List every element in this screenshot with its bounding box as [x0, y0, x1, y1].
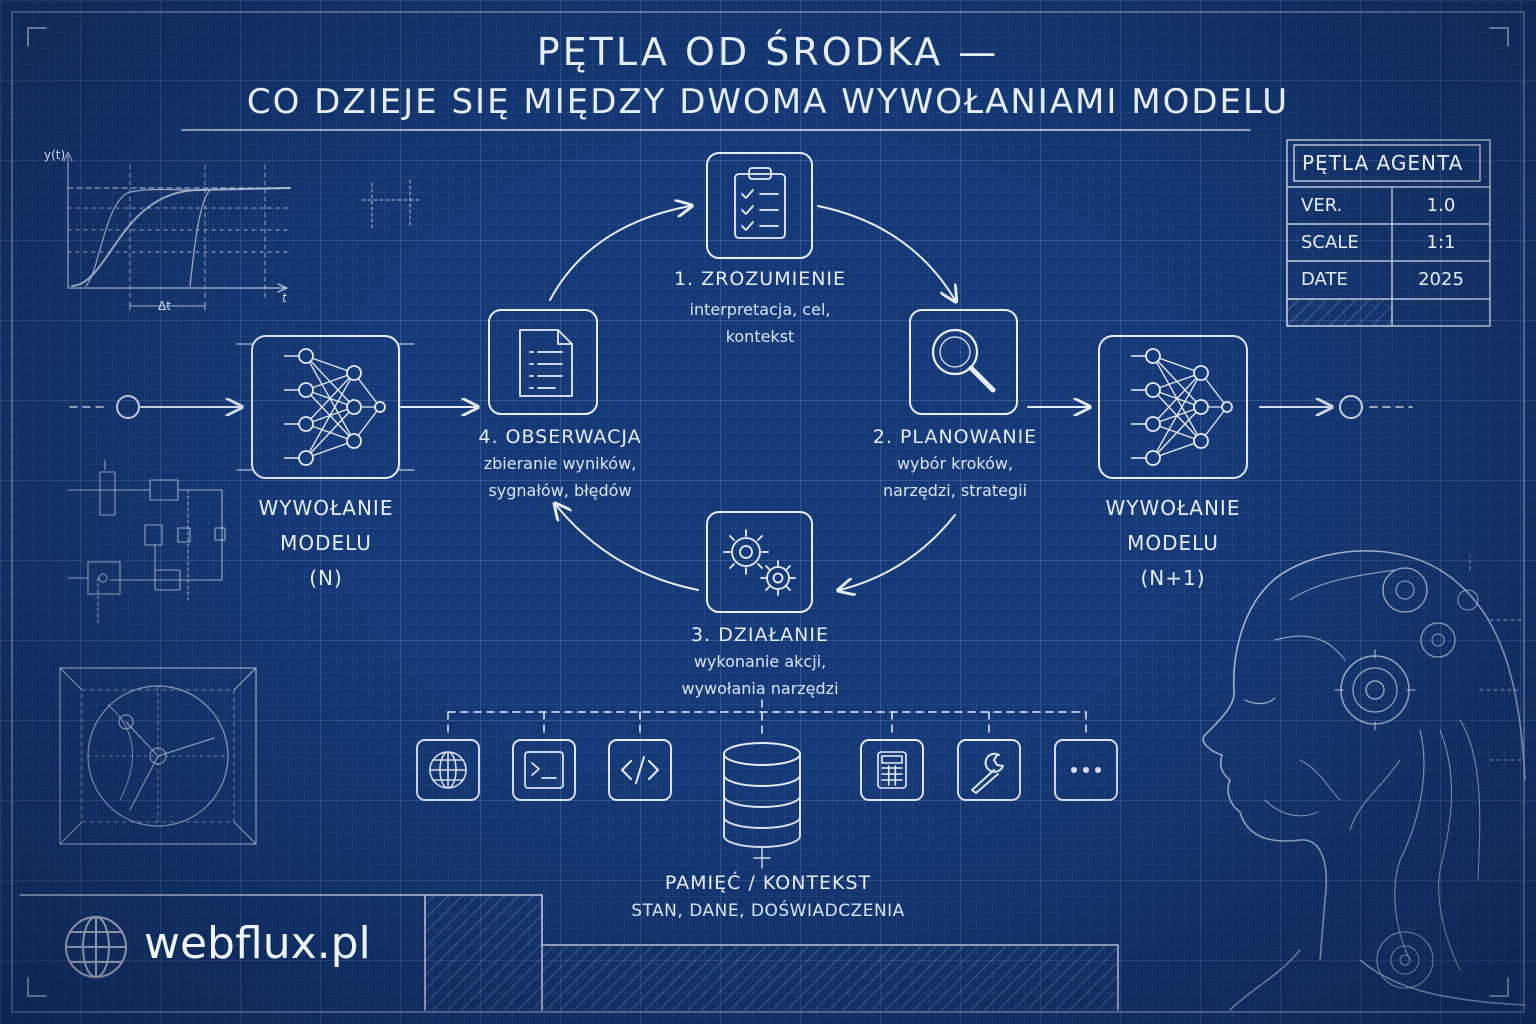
model-left-label-line3: (N) [309, 566, 343, 590]
nn-node [1193, 433, 1209, 449]
title-block-value-ver: 1.0 [1426, 195, 1456, 216]
step-observation-title: 4. OBSERWACJA [478, 426, 642, 448]
code-icon [621, 756, 659, 784]
step-planning-desc: wybór kroków, narzędzi, strategii [815, 450, 1095, 504]
step-action: 3. DZIAŁANIE wykonanie akcji, wywołania … [620, 624, 900, 702]
step-understanding-desc-line1: interpretacja, cel, [689, 300, 831, 319]
nn-node [298, 450, 314, 466]
nn-node [374, 401, 386, 413]
tool-calculator-box [860, 739, 924, 801]
title-block-label-ver: VER. [1301, 195, 1343, 216]
step-understanding: 1. ZROZUMIENIE interpretacja, cel, konte… [620, 268, 900, 350]
nn-node [346, 433, 362, 449]
memory-title: PAMIĘĆ / KONTEKST [664, 872, 872, 894]
page-title-line2: CO DZIEJE SIĘ MIĘDZY DWOMA WYWOŁANIAMI M… [246, 82, 1290, 122]
magnifier-icon [931, 328, 996, 393]
wrench-icon [971, 752, 1004, 794]
circuit-sketch [67, 459, 226, 626]
graph-delta-label: Δt [158, 299, 171, 313]
step-planning-desc-line2: narzędzi, strategii [882, 481, 1028, 500]
neural-network-icon [284, 348, 386, 466]
page-title-line1: PĘTLA OD ŚRODKA — [536, 30, 1000, 74]
model-left-label-line1: WYWOŁANIE [258, 496, 394, 520]
document-icon [519, 329, 573, 397]
nn-node [346, 399, 362, 415]
calculator-icon [877, 751, 907, 789]
planning-box [909, 309, 1018, 415]
graph-ylabel: y(t) [44, 148, 66, 162]
nn-node [1145, 382, 1161, 398]
globe-icon [429, 751, 467, 789]
nn-node [1145, 348, 1161, 364]
input-node [116, 395, 140, 419]
robot-head-illustration [1202, 550, 1526, 1011]
radar-sketch [59, 667, 257, 845]
terminal-icon [524, 751, 564, 789]
database-icon [723, 742, 801, 869]
memory-desc: STAN, DANE, DOŚWIADCZENIA [631, 901, 905, 921]
model-right-label-line2: MODELU [1127, 531, 1219, 555]
step-observation-desc-line1: zbieranie wyników, [483, 454, 637, 473]
gears-icon [723, 529, 796, 596]
model-left-label: WYWOŁANIE MODELU (N) [226, 491, 426, 596]
step-observation-desc: zbieranie wyników, sygnałów, błędów [420, 450, 700, 504]
nn-node [1145, 416, 1161, 432]
ellipsis-icon [1071, 767, 1101, 773]
title-block-label-scale: SCALE [1301, 232, 1359, 253]
step-understanding-title: 1. ZROZUMIENIE [673, 268, 847, 290]
title-block-value-date: 2025 [1418, 269, 1464, 290]
nn-node [1145, 450, 1161, 466]
model-right-label-line3: (N+1) [1140, 566, 1206, 590]
step-action-desc-line2: wywołania narzędzi [681, 679, 839, 698]
nn-node [1193, 399, 1209, 415]
action-box [706, 511, 813, 613]
nn-node [298, 348, 314, 364]
graph-xlabel: t [282, 291, 287, 305]
clipboard-checklist-icon [734, 167, 786, 239]
tool-connectors [447, 699, 1087, 739]
model-left-label-line2: MODELU [280, 531, 372, 555]
step-understanding-desc-line2: kontekst [725, 327, 795, 346]
step-observation: 4. OBSERWACJA zbieranie wyników, sygnałó… [420, 426, 700, 504]
nn-node [298, 382, 314, 398]
tool-terminal-box [512, 739, 576, 801]
step-planning-desc-line1: wybór kroków, [896, 454, 1014, 473]
step-planning: 2. PLANOWANIE wybór kroków, narzędzi, st… [815, 426, 1095, 504]
brand-name: webflux.pl [144, 918, 371, 969]
nn-node [1221, 401, 1233, 413]
step-action-title: 3. DZIAŁANIE [691, 624, 829, 646]
model-right-label-line1: WYWOŁANIE [1105, 496, 1241, 520]
nn-node [346, 365, 362, 381]
title-block-heading: PĘTLA AGENTA [1302, 151, 1464, 175]
step-understanding-desc: interpretacja, cel, kontekst [620, 296, 900, 350]
observation-box [488, 309, 598, 415]
output-node [1339, 395, 1363, 419]
nn-node [298, 416, 314, 432]
arc-action-to-observation [556, 505, 699, 591]
neural-network-icon [1131, 348, 1233, 466]
step-action-desc-line1: wykonanie akcji, [693, 652, 827, 671]
arc-planning-to-action [840, 514, 956, 590]
nn-node [1193, 365, 1209, 381]
step-response-graph [63, 151, 421, 311]
title-block-label-date: DATE [1301, 269, 1348, 290]
title-block-value-scale: 1:1 [1426, 232, 1456, 253]
step-action-desc: wykonanie akcji, wywołania narzędzi [620, 648, 900, 702]
step-observation-desc-line2: sygnałów, błędów [488, 481, 632, 500]
step-planning-title: 2. PLANOWANIE [872, 426, 1038, 448]
model-right-label: WYWOŁANIE MODELU (N+1) [1073, 491, 1273, 596]
brand-globe-icon [65, 916, 127, 978]
